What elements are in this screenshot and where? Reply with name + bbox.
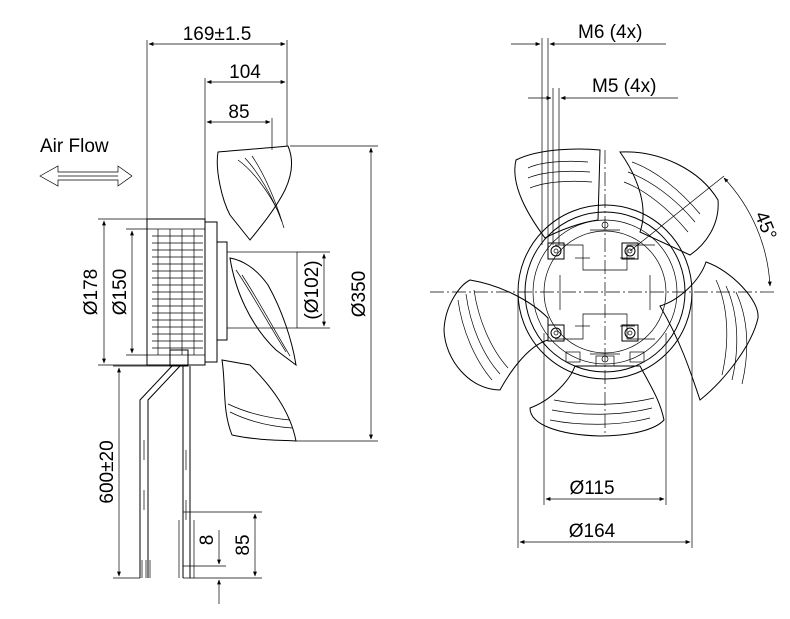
dim-dia-115: Ø115 bbox=[569, 478, 614, 499]
fan-blades-profile bbox=[216, 145, 297, 442]
dim-dia-150: Ø150 bbox=[110, 269, 131, 315]
thread-m6-label: M6 (4x) bbox=[578, 22, 642, 43]
top-dimensions bbox=[146, 40, 288, 219]
thread-m5-label: M5 (4x) bbox=[592, 76, 656, 97]
motor-housing-ring bbox=[524, 211, 686, 373]
thread-callouts bbox=[511, 38, 678, 245]
angle-45-label: 45° bbox=[750, 209, 780, 244]
mounting-holes bbox=[547, 221, 639, 363]
dim-length-104: 104 bbox=[229, 62, 261, 83]
impeller-hub bbox=[226, 251, 298, 329]
cables bbox=[139, 365, 195, 578]
bolt-circle-115 bbox=[543, 230, 667, 354]
dim-dia-164: Ø164 bbox=[569, 521, 616, 542]
dim-length-overall: 169±1.5 bbox=[183, 24, 252, 45]
bottom-dimensions bbox=[517, 292, 693, 548]
dim-strip-8: 8 bbox=[197, 535, 218, 546]
dim-dia-350: Ø350 bbox=[349, 271, 370, 317]
left-dimensions bbox=[98, 218, 147, 366]
motor-body bbox=[146, 218, 228, 367]
motor-face-details bbox=[555, 229, 655, 367]
air-flow-label: Air Flow bbox=[40, 136, 109, 157]
side-view: 169±1.5 104 85 Air Flow Ø178 Ø150 ( bbox=[39, 24, 378, 604]
dim-dia-102: (Ø102) bbox=[302, 260, 323, 319]
right-dimensions bbox=[290, 145, 378, 442]
dim-dia-178: Ø178 bbox=[81, 269, 102, 315]
air-flow-arrow-icon bbox=[39, 165, 133, 187]
dim-length-85: 85 bbox=[228, 102, 249, 123]
cable-dimensions bbox=[113, 365, 262, 604]
inner-ring bbox=[532, 219, 678, 365]
fan-blades-front bbox=[443, 148, 759, 437]
dim-strip-85: 85 bbox=[233, 534, 254, 555]
angle-dimension bbox=[629, 175, 772, 287]
front-view: M6 (4x) M5 (4x) 45° Ø115 Ø164 bbox=[430, 22, 780, 548]
dim-cable-length: 600±20 bbox=[97, 440, 118, 503]
